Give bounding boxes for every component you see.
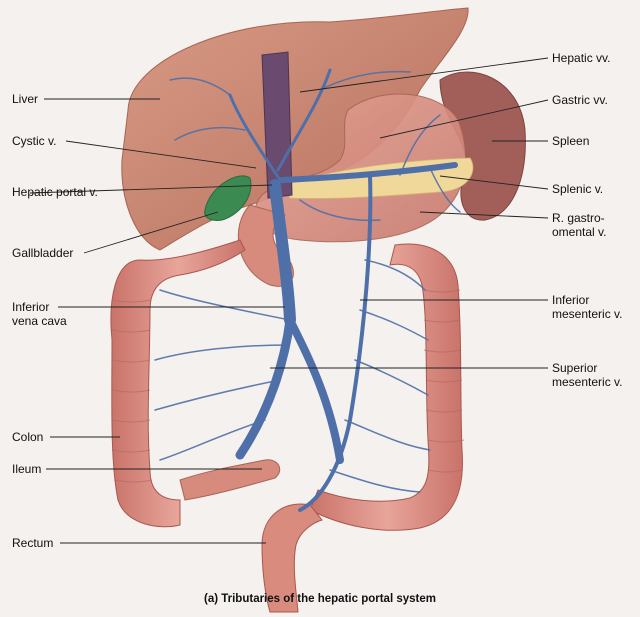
label-hepatic-veins: Hepatic vv. <box>552 51 611 65</box>
label-hepatic-portal-vein: Hepatic portal v. <box>12 185 98 199</box>
label-gallbladder: Gallbladder <box>12 246 74 260</box>
label-liver: Liver <box>12 92 39 106</box>
label-ileum: Ileum <box>12 462 42 476</box>
label-inferior-mesenteric-vein: Inferior mesenteric v. <box>552 293 623 321</box>
label-cystic-vein: Cystic v. <box>12 134 57 148</box>
ileum-shape <box>179 459 281 501</box>
label-inferior-vena-cava: Inferior vena cava <box>12 300 67 328</box>
gallbladder-shape <box>204 175 252 221</box>
label-spleen: Spleen <box>552 134 590 148</box>
label-superior-mesenteric-vein: Superior mesenteric v. <box>552 361 623 389</box>
label-gastro-omental-vein: R. gastro-omental v. <box>552 211 607 239</box>
label-rectum: Rectum <box>12 536 54 550</box>
figure-caption: (a) Tributaries of the hepatic portal sy… <box>204 593 436 605</box>
rectum-shape <box>261 503 323 613</box>
label-colon: Colon <box>12 430 44 444</box>
label-splenic-vein: Splenic v. <box>552 182 604 196</box>
label-gastric-veins: Gastric vv. <box>552 93 608 107</box>
colon-shape <box>110 239 246 528</box>
